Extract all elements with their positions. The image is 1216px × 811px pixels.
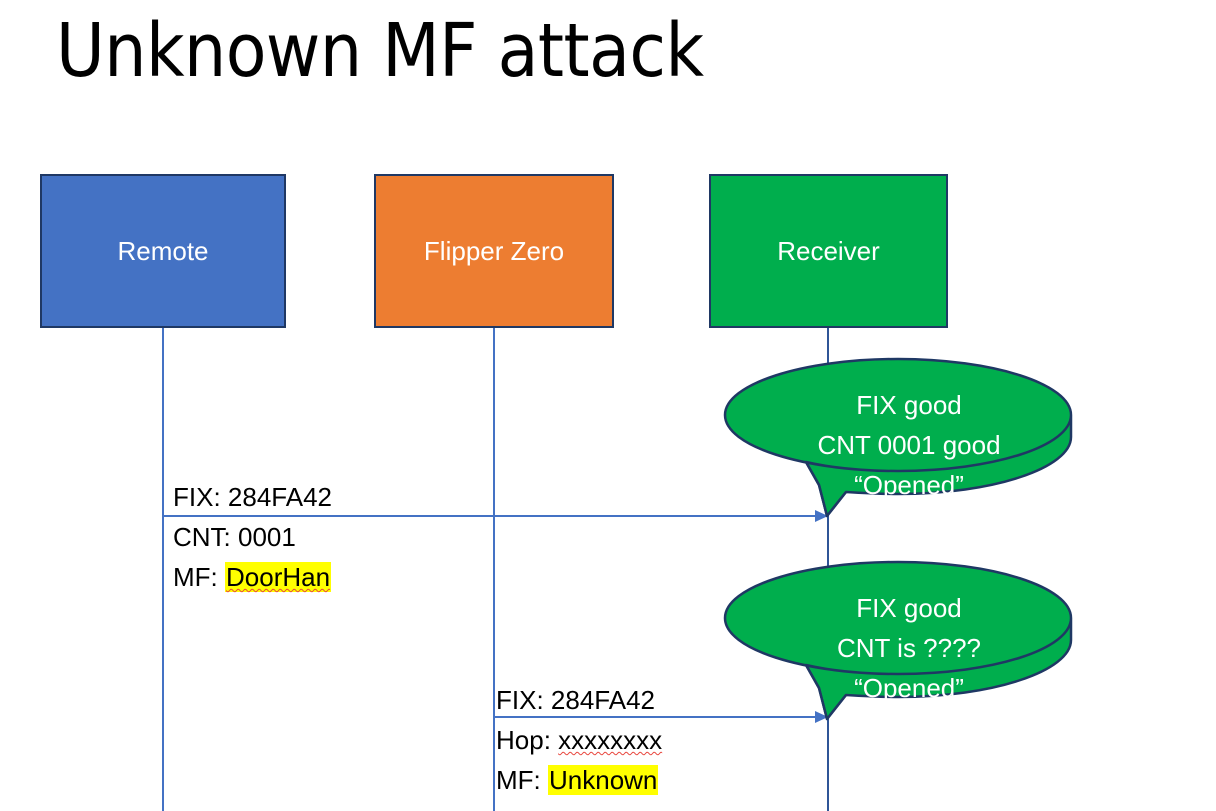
page-title: Unknown MF attack: [56, 8, 704, 94]
arrow-shaft: [163, 515, 816, 517]
actor-label-receiver: Receiver: [777, 236, 880, 266]
message-line-prefix: FIX:: [496, 685, 551, 715]
message-line: Hop: xxxxxxxx: [496, 720, 662, 760]
message-line: MF: DoorHan: [173, 557, 332, 597]
message-line-value: 0001: [238, 522, 296, 552]
message-line-prefix: MF:: [496, 765, 548, 795]
message-line: CNT: 0001: [173, 517, 332, 557]
actor-box-flipper[interactable]: Flipper Zero: [374, 174, 614, 328]
message-line-value-spellchecked: xxxxxxxx: [558, 725, 663, 755]
speech-bubble-receiver-second: FIX good CNT is ???? “Opened”: [723, 560, 1073, 723]
message-line: FIX: 284FA42: [173, 477, 332, 517]
message-line: FIX: 284FA42: [496, 680, 662, 720]
message-line-prefix: MF:: [173, 562, 225, 592]
speech-bubble-shape: [723, 560, 1073, 721]
arrow-shaft: [494, 716, 816, 718]
message-label-flipper: FIX: 284FA42 Hop: xxxxxxxx MF: Unknown: [496, 680, 662, 800]
arrow-head-icon: [815, 510, 828, 522]
message-line-prefix: CNT:: [173, 522, 238, 552]
message-line-value-highlighted: DoorHan: [225, 562, 332, 592]
message-line-prefix: Hop:: [496, 725, 559, 755]
lifeline-remote: [162, 328, 164, 811]
actor-label-remote: Remote: [117, 236, 209, 266]
message-line: MF: Unknown: [496, 760, 662, 800]
message-label-remote: FIX: 284FA42 CNT: 0001 MF: DoorHan: [173, 477, 332, 597]
speech-bubble-receiver-first: FIX good CNT 0001 good “Opened”: [723, 357, 1073, 520]
message-line-value-highlighted: Unknown: [548, 765, 659, 795]
actor-box-remote[interactable]: Remote: [40, 174, 286, 328]
message-line-prefix: FIX:: [173, 482, 228, 512]
message-arrow-remote-to-receiver: [163, 510, 828, 522]
message-line-value: 284FA42: [550, 685, 655, 715]
actor-box-receiver[interactable]: Receiver: [709, 174, 948, 328]
message-line-value: 284FA42: [227, 482, 332, 512]
lifeline-flipper: [493, 328, 495, 811]
speech-bubble-shape: [723, 357, 1073, 518]
actor-label-flipper: Flipper Zero: [423, 236, 565, 266]
